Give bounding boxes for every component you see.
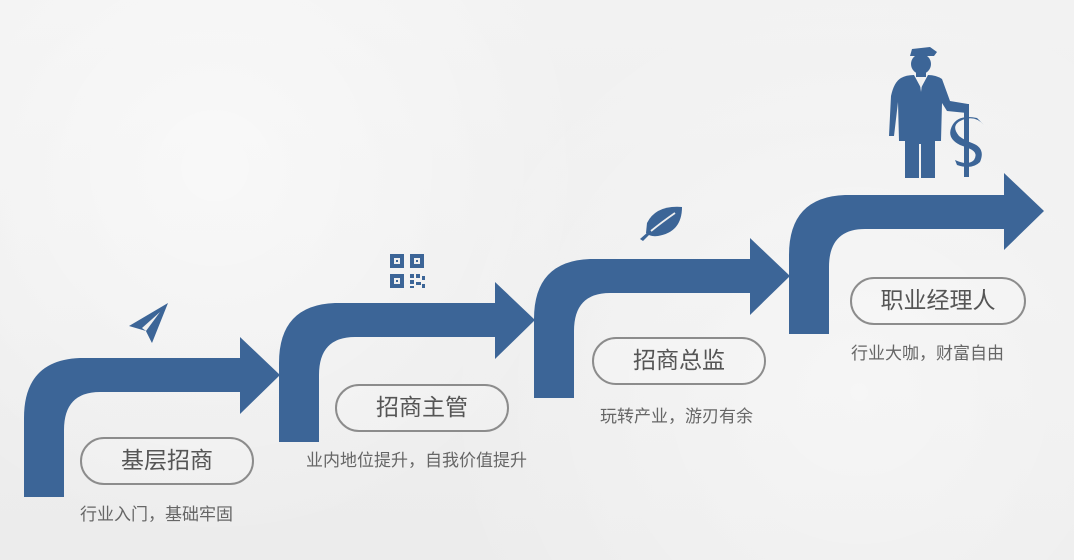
step-arrow-1 [24,337,280,497]
step-arrow-2 [279,282,535,442]
step-3-title: 招商总监 [592,337,766,385]
step-3-description: 玩转产业，游刃有余 [600,407,753,427]
step-1-title: 基层招商 [80,437,254,485]
paper-plane-icon [129,303,168,343]
businessman-dollar-icon [889,47,984,178]
qr-code-icon [390,254,425,288]
step-arrow-3 [534,238,790,398]
step-arrow-4 [789,173,1044,334]
step-4-description: 行业大咖，财富自由 [851,344,1004,364]
step-2-title: 招商主管 [335,384,509,432]
step-1-description: 行业入门，基础牢固 [80,505,233,525]
leaf-icon [640,206,682,241]
step-4-title: 职业经理人 [850,277,1026,325]
step-2-description: 业内地位提升，自我价值提升 [306,451,527,471]
